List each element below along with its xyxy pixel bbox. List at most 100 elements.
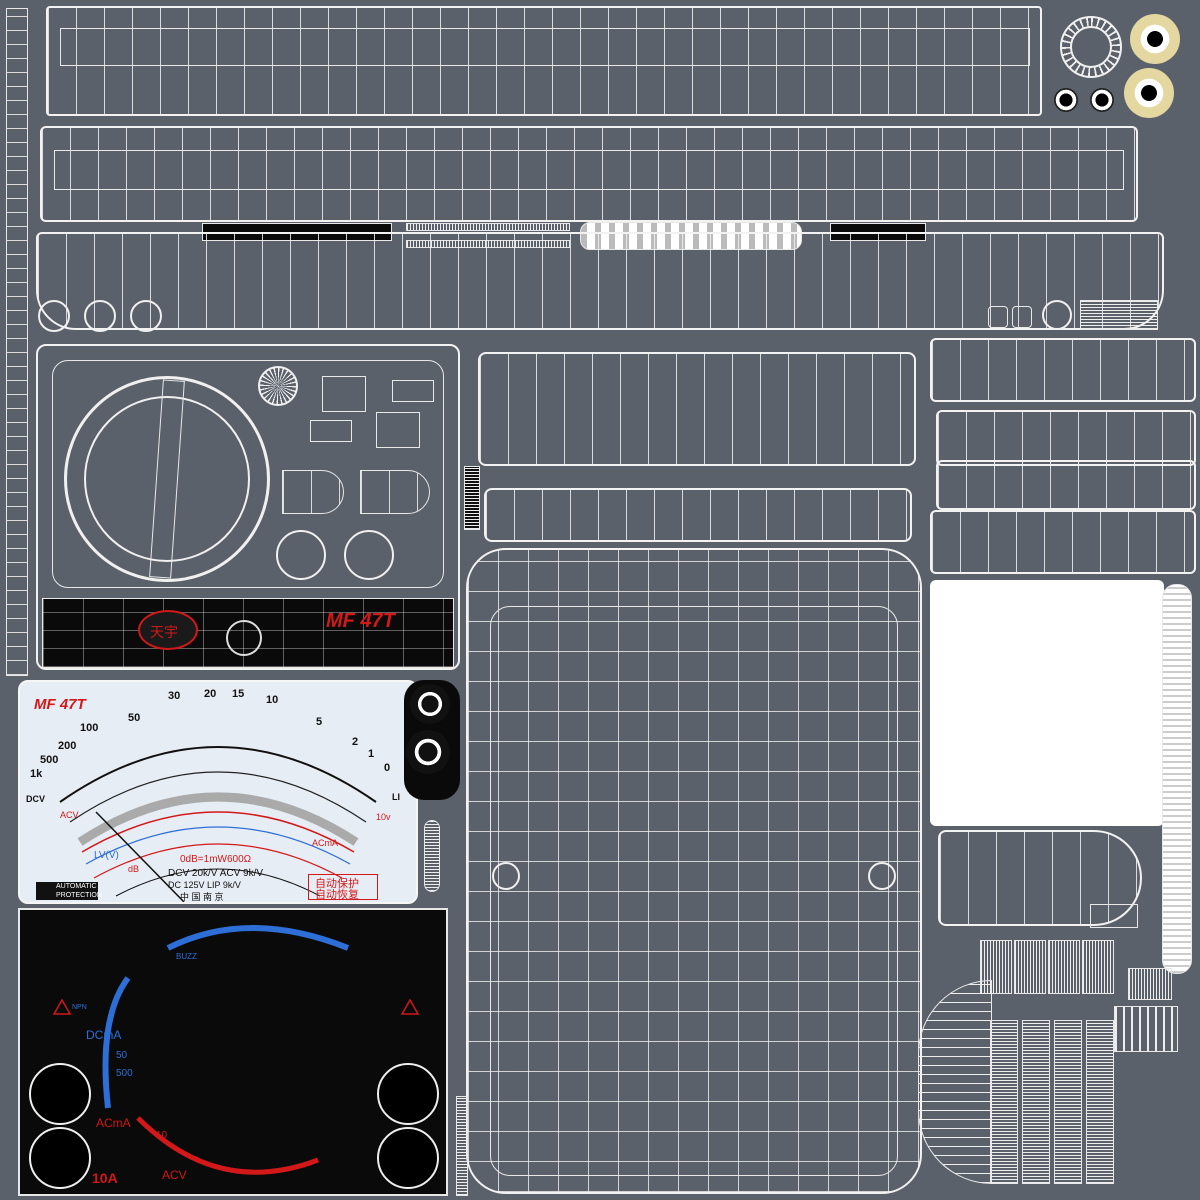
- front-part-b: [392, 380, 434, 402]
- value-10: 10: [156, 1130, 168, 1141]
- right-strip-1: [930, 338, 1196, 402]
- dial-side-clip: [424, 820, 440, 892]
- scale-5: 5: [316, 716, 323, 728]
- tiny-strip: [1080, 300, 1158, 330]
- back-screw-left: [492, 862, 520, 890]
- dcma-label: DCmA: [86, 1028, 122, 1042]
- stand-button: [1090, 904, 1138, 928]
- scale-0: 0: [384, 762, 391, 774]
- gear-ring-1: [1130, 14, 1180, 64]
- ten-v-label: 10v: [376, 812, 391, 822]
- automatic-text: AUTOMATIC: [56, 883, 97, 890]
- acv-selector: ACV: [162, 1168, 187, 1182]
- screw-1: [38, 300, 70, 332]
- acv-label: ACV: [60, 810, 79, 820]
- scale-20: 20: [204, 688, 217, 700]
- socket-1: [1054, 88, 1078, 112]
- grid-block-2: [1022, 1020, 1050, 1184]
- brand-logo-text: 天宇: [150, 624, 178, 640]
- grid-block-1: [990, 1020, 1018, 1184]
- rotary-dial: [64, 376, 270, 582]
- grid-block-3: [1054, 1020, 1082, 1184]
- dial-arcs: [59, 746, 377, 902]
- scale-30: 30: [168, 690, 181, 702]
- front-housing-inner: [52, 360, 444, 588]
- cluster-b: [1014, 940, 1046, 994]
- acma-selector: ACmA: [96, 1116, 131, 1130]
- back-cover-inner: [490, 606, 898, 1176]
- right-strip-4: [930, 510, 1196, 574]
- npn-label: NPN: [72, 1004, 87, 1011]
- scale-50: 50: [128, 712, 141, 724]
- front-housing: [36, 344, 460, 670]
- white-label-panel: [930, 580, 1164, 826]
- socket-2: [1090, 88, 1114, 112]
- dc-line2: DC 125V LIP 9k/V: [168, 880, 241, 890]
- hex-nut-1: [988, 306, 1008, 328]
- vent-strip-b: [406, 223, 570, 231]
- hex-nut-2: [1012, 306, 1032, 328]
- switch-module: [1114, 1006, 1178, 1052]
- terminal-knob-2: [406, 730, 450, 774]
- curved-strip: [36, 232, 1164, 330]
- scale-1k: 1k: [30, 768, 43, 780]
- value-500: 500: [116, 1068, 133, 1079]
- dcv-label: DCV: [26, 794, 46, 804]
- front-part-f: [360, 470, 430, 514]
- tiny-parts: [1128, 968, 1172, 1000]
- stand-part: [938, 830, 1142, 926]
- back-cover: [466, 548, 922, 1194]
- top-strip-1-inner: [60, 28, 1030, 66]
- ten-a-label: 10A: [92, 1170, 118, 1186]
- top-strip-2: [40, 126, 1138, 222]
- front-part-c: [310, 420, 352, 442]
- left-edge-strip: [6, 8, 28, 676]
- scale-100: 100: [80, 722, 99, 734]
- value-50: 50: [116, 1050, 128, 1061]
- jack-socket-b: [344, 530, 394, 580]
- screw-3: [130, 300, 162, 332]
- front-part-e: [282, 470, 344, 514]
- auto-protect-box: 自动保护 自动恢复: [308, 874, 378, 901]
- selector-arcs: [29, 925, 439, 1189]
- terminal-knob-1: [410, 684, 450, 724]
- protection-text: PROTECTION: [56, 892, 102, 899]
- li-label: LI: [392, 792, 400, 802]
- knob-top-inner: [1070, 26, 1112, 68]
- nameplate-jack: [226, 620, 262, 656]
- scale-1: 1: [368, 748, 375, 760]
- zero-adjust-knob: [258, 366, 298, 406]
- white-label-side: [1162, 584, 1192, 974]
- automatic-badge: AUTOMATIC PROTECTION: [36, 882, 102, 900]
- lv-label: LV(V): [94, 850, 119, 861]
- side-strip-1: [478, 352, 916, 466]
- selector-panel: [18, 908, 448, 1196]
- bottom-left-clip: [456, 1096, 468, 1196]
- scale-200: 200: [58, 740, 77, 752]
- screw-2: [84, 300, 116, 332]
- dc-line: DCV 20k/V ACV 9k/V: [168, 868, 264, 879]
- side-strip-2: [484, 488, 912, 542]
- grill-stack: [464, 466, 480, 530]
- front-part-a: [322, 376, 366, 412]
- gear-ring-2: [1124, 68, 1174, 118]
- grid-block-4: [1086, 1020, 1114, 1184]
- dial-model: MF 47T: [34, 696, 86, 713]
- right-strip-2: [936, 410, 1196, 466]
- db-note: 0dB=1mW600Ω: [180, 854, 252, 865]
- jack-socket-a: [276, 530, 326, 580]
- front-part-d: [376, 412, 420, 448]
- nameplate-model: MF 47T: [326, 610, 395, 632]
- top-strip-2-inner: [54, 150, 1124, 190]
- right-strip-3: [936, 460, 1196, 510]
- auto-protect-2: 自动恢复: [315, 889, 359, 901]
- origin: 中 国 南 京: [180, 892, 224, 902]
- dial-face: MF 47T 30 20 15 10 5 2 1 0 100 200 500 1…: [18, 680, 418, 904]
- cluster-d: [1082, 940, 1114, 994]
- back-screw-right: [868, 862, 896, 890]
- arc-strip: [918, 980, 992, 1184]
- scale-500: 500: [40, 754, 59, 766]
- acma-label: ACmA: [312, 838, 339, 848]
- auto-protect-1: 自动保护: [315, 878, 359, 890]
- scale-15: 15: [232, 688, 245, 700]
